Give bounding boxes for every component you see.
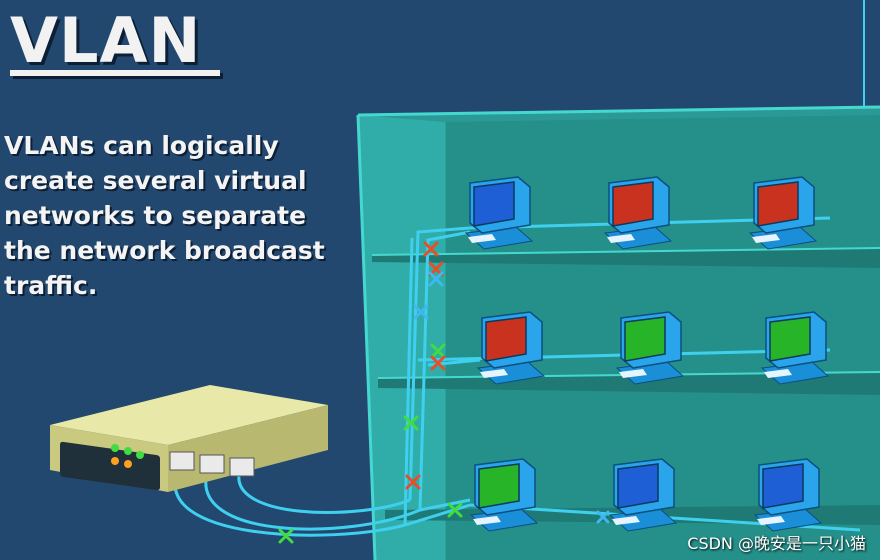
computer-6 [760,311,830,385]
computer-screen [769,316,811,362]
marker-blue-3 [596,510,610,524]
shelf-board-1-edge [371,247,880,256]
computer-screen [612,181,654,227]
computer-3 [748,176,818,250]
marker-blue-2 [413,304,429,320]
computer-keyboard [473,516,501,525]
switch-status-panel [60,441,160,491]
computer-keyboard [764,369,792,378]
shelf-left-edge [356,114,377,560]
computer-keyboard [752,234,780,243]
switch-led-5 [136,451,144,459]
computer-7 [469,458,539,532]
network-switch [50,385,328,492]
description-text: VLANs can logically create several virtu… [4,131,325,300]
shelf-top-edge [357,105,880,117]
computer-keyboard [607,234,635,243]
switch-led-4 [124,460,132,468]
computer-4 [476,311,546,385]
computer-keyboard [468,234,496,243]
watermark: CSDN @晚安是一只小猫 [687,534,866,553]
vlan-markers [278,241,610,544]
switch-port-1[interactable] [169,451,195,471]
marker-red-1 [423,241,439,257]
computer-9 [753,458,823,532]
title-underline [10,70,220,76]
computer-keyboard [612,516,640,525]
marker-green-3 [447,502,463,518]
switch-led-1 [111,444,119,452]
marker-blue-1 [428,271,444,287]
computer-screen [624,316,666,362]
switch-led-2 [124,447,132,455]
marker-green-2 [403,415,419,431]
computer-screen [762,463,804,509]
marker-green-4 [278,528,294,544]
computers [464,176,830,532]
computer-screen [485,316,527,362]
riser-a [408,226,471,501]
computer-screen [757,181,799,227]
cable-1 [173,469,471,537]
marker-red-4 [405,474,421,490]
computer-keyboard [619,369,647,378]
switch-port-3[interactable] [229,457,255,477]
switch-top [50,385,328,445]
shelf-board-1 [372,248,880,268]
page-title: VLAN [10,4,202,77]
computer-screen [617,463,659,509]
cable-3 [237,469,411,514]
computer-keyboard [480,369,508,378]
computer-screen [473,181,515,227]
marker-green-1 [430,343,446,359]
computer-keyboard [757,516,785,525]
riser-b [418,230,471,511]
switch-led-3 [111,457,119,465]
switch-port-2[interactable] [199,454,225,474]
marker-red-3 [430,355,446,371]
computer-1 [464,176,534,250]
computer-screen [478,463,520,509]
computer-5 [615,311,685,385]
cable-2 [204,469,471,531]
computer-8 [608,458,678,532]
computer-2 [603,176,673,250]
